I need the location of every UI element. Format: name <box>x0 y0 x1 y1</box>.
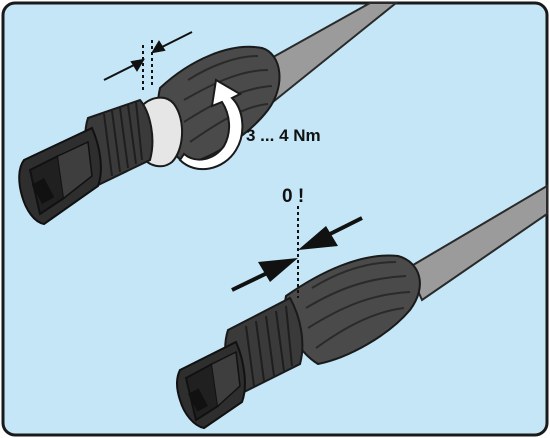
gap-dimension-arrow-icon <box>231 206 363 298</box>
bottom-nut-ribs <box>305 261 411 349</box>
top-head-side <box>57 140 93 199</box>
top-thread-lines <box>103 101 143 177</box>
top-head-slot <box>31 178 55 204</box>
bottom-thread-lines <box>245 305 293 387</box>
bottom-connector: 0 ! <box>176 184 548 430</box>
torque-label: 3 ... 4 Nm <box>246 126 321 145</box>
bottom-head-side <box>211 350 241 407</box>
top-dimension-arrow-icon <box>103 31 193 92</box>
rotation-arrow-icon <box>178 78 244 170</box>
top-connector: 3 ... 4 Nm <box>18 1 399 226</box>
gap-label: 0 ! <box>282 186 304 207</box>
bottom-head-slot <box>188 388 208 412</box>
